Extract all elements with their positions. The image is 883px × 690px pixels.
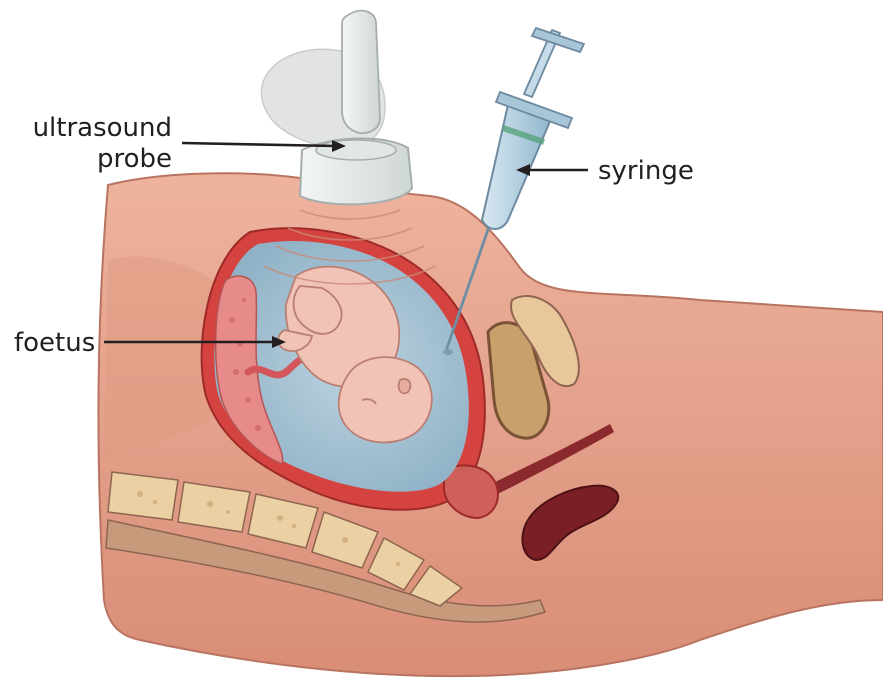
body-section	[98, 173, 883, 676]
needle-tip-fluid	[443, 349, 453, 355]
probe-face	[316, 140, 396, 160]
ultrasound-probe-label-line2: probe	[97, 144, 172, 174]
foetus-label: foetus	[14, 328, 95, 358]
ultrasound-probe-label-line1: ultrasound	[33, 113, 172, 143]
probe-handle	[342, 11, 380, 134]
abdomen-skin	[98, 173, 883, 676]
foetus-head	[339, 357, 432, 442]
vertebra	[108, 472, 178, 520]
syringe-label: syringe	[598, 156, 694, 186]
foetus-ear	[399, 379, 411, 393]
